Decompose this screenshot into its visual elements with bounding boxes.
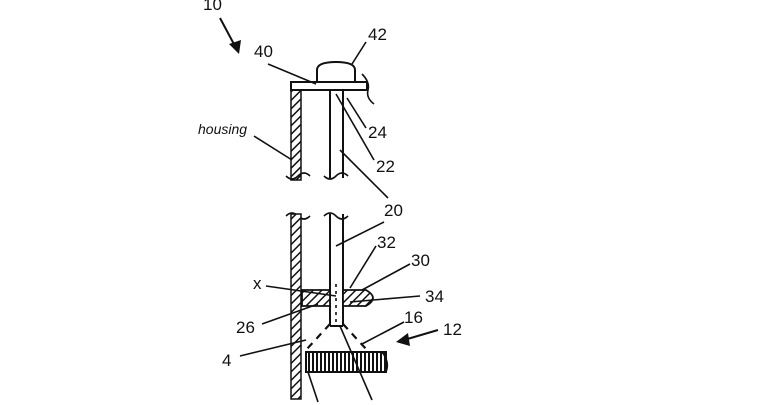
label-12: 12: [443, 320, 462, 339]
housing-wall-lower: [285, 212, 311, 400]
label-22: 22: [376, 157, 395, 176]
label-x: x: [253, 274, 262, 293]
housing-wall-upper: [285, 89, 311, 181]
label-26: 26: [236, 318, 255, 337]
label-32: 32: [377, 233, 396, 252]
label-housing: housing: [198, 121, 247, 137]
label-16: 16: [404, 308, 423, 327]
label-40: 40: [254, 42, 273, 61]
label-10: 10: [203, 0, 222, 14]
label-4: 4: [222, 351, 231, 370]
label-42: 42: [368, 25, 387, 44]
tube-upper: [323, 90, 349, 180]
arrow-10-head: [229, 40, 241, 54]
label-34: 34: [425, 287, 444, 306]
dome-42: [316, 60, 356, 83]
label-24: 24: [368, 123, 387, 142]
figure-reference-10: 10: [203, 0, 241, 54]
label-20-upper: 20: [384, 201, 403, 220]
arrow-12: [396, 329, 439, 346]
label-30: 30: [411, 251, 430, 270]
leader-lines: [239, 41, 421, 403]
receptacle-12: [305, 351, 389, 373]
spray-cone-16: [305, 323, 368, 351]
tube-lower-20: [323, 212, 349, 327]
